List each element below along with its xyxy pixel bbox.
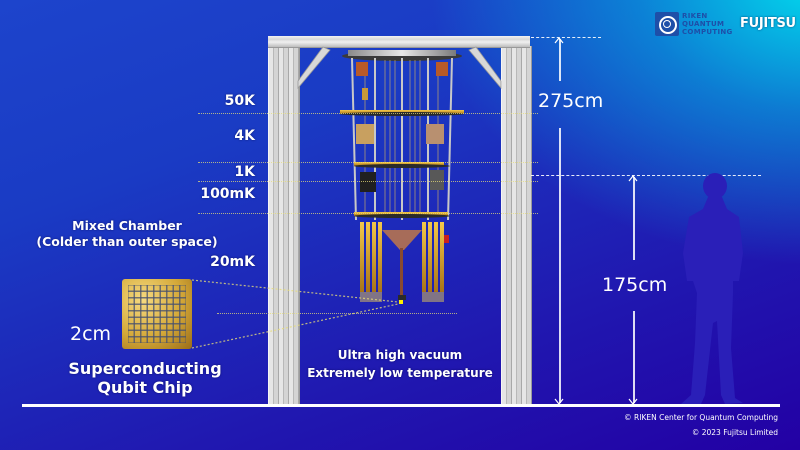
copyright-fujitsu: © 2023 Fujitsu Limited [691, 428, 778, 437]
guide-line-4k [198, 162, 538, 163]
frame-height-label: 275cm [538, 90, 604, 112]
temp-label-20mk: 20mK [210, 254, 255, 270]
person-height-label: 175cm [602, 274, 668, 296]
guide-line-1k [198, 181, 538, 182]
person-top-dash-line [531, 175, 761, 176]
frame-height-line-upper [559, 39, 561, 81]
copyright-riken: © RIKEN Center for Quantum Computing [624, 413, 778, 422]
temp-label-50k: 50K [224, 93, 255, 109]
frame-left-pillar [268, 46, 300, 404]
frame-right-pillar [501, 46, 532, 404]
person-height-line-upper [633, 177, 635, 260]
guide-line-50k [198, 113, 538, 114]
frame-height-line-lower [559, 128, 561, 403]
environment-label: Ultra high vacuum Extremely low temperat… [300, 346, 500, 382]
mixed-chamber-line2: (Colder than outer space) [36, 234, 218, 249]
riken-logo-line2: QUANTUM [682, 20, 725, 28]
frame-top-beam [268, 36, 530, 48]
riken-logo-line1: RIKEN [682, 12, 708, 20]
person-silhouette-icon [681, 173, 743, 404]
chip-size-label: 2cm [70, 323, 112, 345]
riken-logo: RIKEN QUANTUM COMPUTING [655, 12, 735, 38]
guide-line-100mk [198, 213, 538, 214]
environment-line2: Extremely low temperature [307, 366, 493, 380]
dilution-refrigerator-illustration [340, 50, 464, 304]
person-height-line-lower [633, 311, 635, 403]
qubit-chip-image [122, 279, 192, 349]
riken-logo-icon [655, 12, 679, 36]
chip-title-line2: Qubit Chip [97, 378, 193, 397]
guide-line-mixing-chamber [217, 313, 457, 314]
temp-label-4k: 4K [234, 128, 255, 144]
mixed-chamber-line1: Mixed Chamber [72, 218, 182, 233]
chip-title-line1: Superconducting [68, 359, 222, 378]
environment-line1: Ultra high vacuum [337, 348, 463, 362]
mixed-chamber-label: Mixed Chamber (Colder than outer space) [22, 218, 232, 250]
fujitsu-logo: FUJITSU [740, 16, 796, 31]
frame-braces [297, 46, 502, 90]
temp-label-100mk: 100mK [200, 186, 255, 202]
frame-top-dash-line [531, 37, 601, 38]
chip-title: Superconducting Qubit Chip [45, 359, 245, 397]
riken-logo-line3: COMPUTING [682, 28, 733, 36]
ground-line [22, 404, 780, 407]
temp-label-1k: 1K [234, 164, 255, 180]
